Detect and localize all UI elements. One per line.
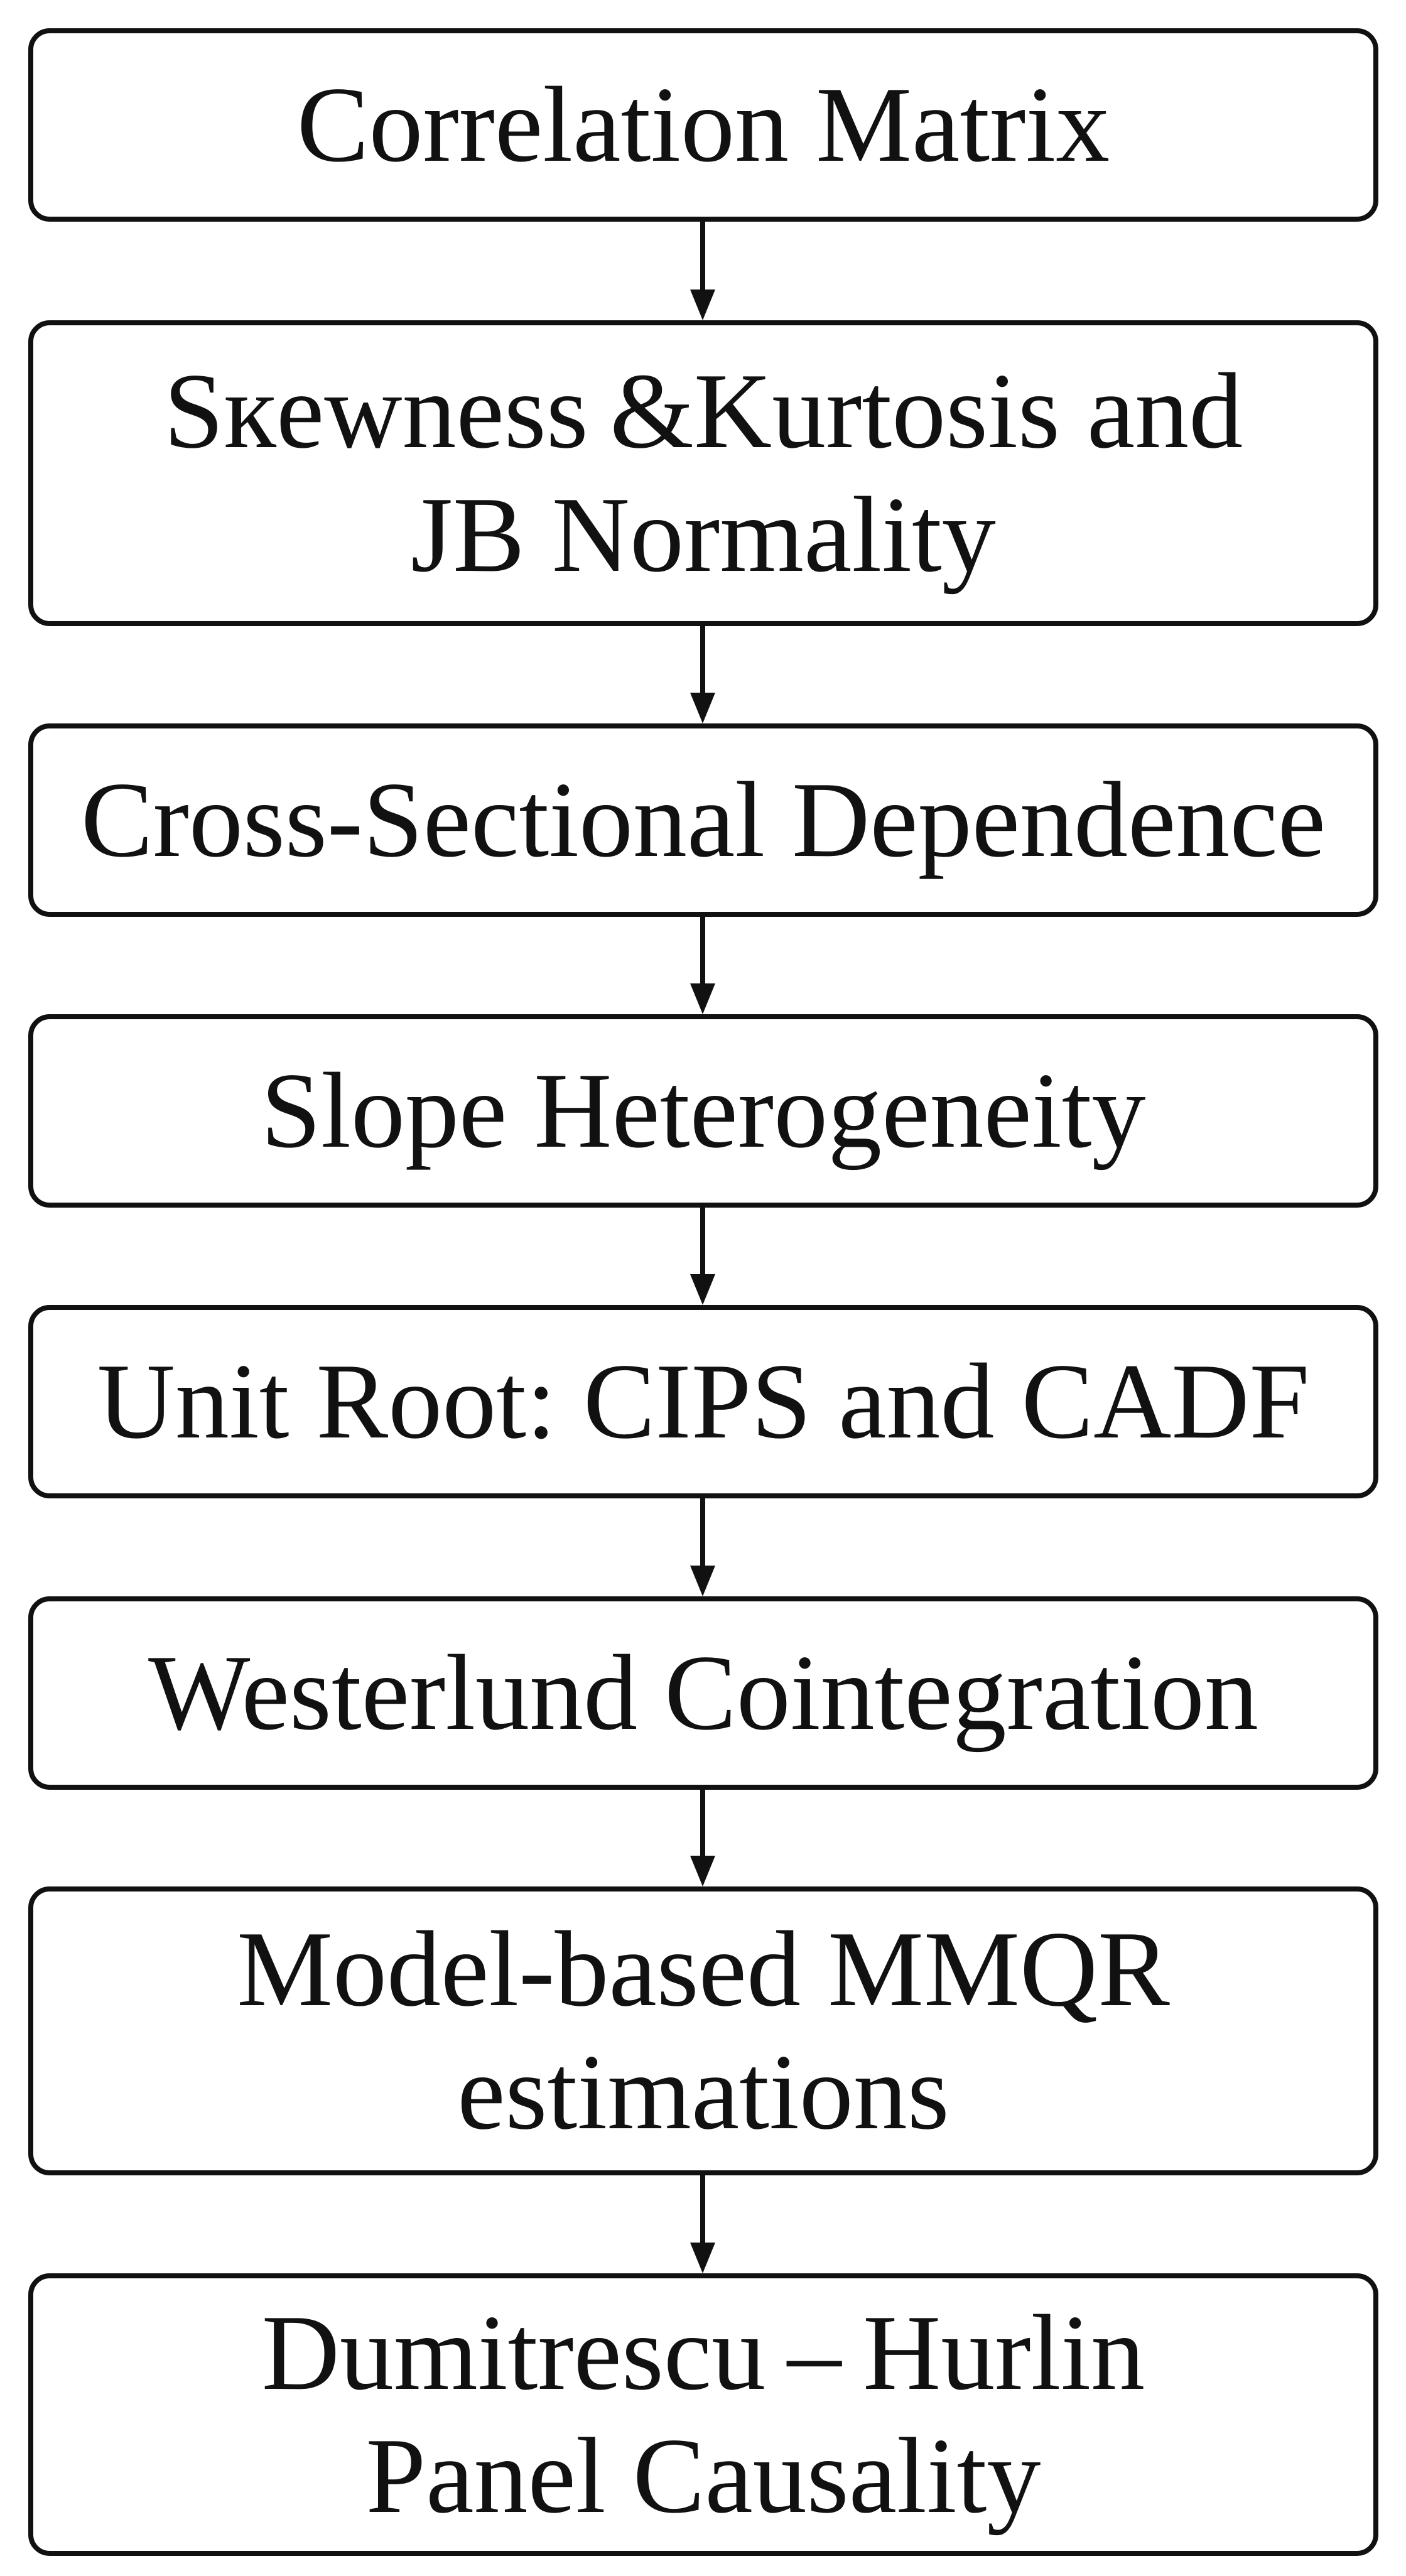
step-label-line-2: Panel Causality	[365, 2416, 1041, 2536]
step-mmqr-estimations: Model-based MMQR estimations	[28, 1886, 1378, 2175]
step-label: Unit Root: CIPS and CADF	[97, 1341, 1310, 1461]
step-label: Slope Heterogeneity	[261, 1051, 1146, 1171]
step-label: Correlation Matrix	[296, 65, 1110, 185]
arrow-down-icon	[690, 1498, 715, 1596]
step-unit-root: Unit Root: CIPS and CADF	[28, 1305, 1378, 1498]
step-label-line-1: Dumitrescu – Hurlin	[261, 2293, 1145, 2413]
arrow-down-icon	[690, 1790, 715, 1886]
step-westerlund-cointegration: Westerlund Cointegration	[28, 1596, 1378, 1790]
arrow-down-icon	[690, 222, 715, 320]
step-cross-sectional-dependence: Cross-Sectional Dependence	[28, 723, 1378, 917]
arrow-down-icon	[690, 1208, 715, 1305]
arrow-down-icon	[690, 626, 715, 723]
step-slope-heterogeneity: Slope Heterogeneity	[28, 1014, 1378, 1208]
step-panel-causality: Dumitrescu – Hurlin Panel Causality	[28, 2273, 1378, 2556]
step-label-line-2: JB Normality	[411, 475, 996, 595]
step-label: Westerlund Cointegration	[148, 1633, 1258, 1753]
step-label-line-1: Model-based MMQR	[237, 1909, 1170, 2029]
arrow-down-icon	[690, 917, 715, 1014]
step-label: Cross-Sectional Dependence	[80, 760, 1326, 880]
step-label-line-2: estimations	[457, 2033, 949, 2152]
step-correlation-matrix: Correlation Matrix	[28, 28, 1378, 222]
step-label-line-1: Sкewness &Kurtosis and	[163, 352, 1243, 472]
step-skewness-kurtosis-jb: Sкewness &Kurtosis and JB Normality	[28, 320, 1378, 626]
arrow-down-icon	[690, 2175, 715, 2273]
